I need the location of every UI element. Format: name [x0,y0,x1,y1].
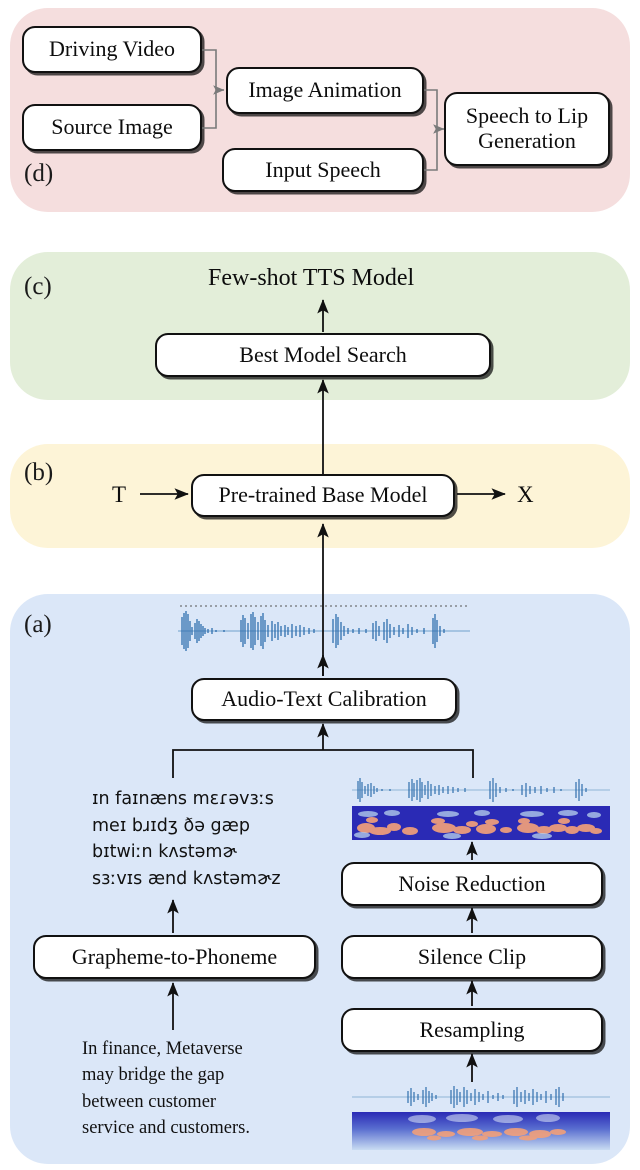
phoneme-transcription-text: ɪn faɪnæns mɛɾəvɜːs meɪ bɹɪdʒ ðə gæp bɪt… [92,789,281,889]
raw-waveform [352,1084,610,1115]
output-waveform [178,608,470,654]
raw-spectrogram [352,1112,610,1150]
panel-b-label: (b) [24,459,54,486]
panel-d-label: (d) [24,160,54,187]
panel-c-label: (c) [24,273,52,300]
clean-waveform [352,776,610,804]
node-grapheme-to-phoneme[interactable]: Grapheme-to-Phoneme [33,935,316,979]
node-driving-video[interactable]: Driving Video [22,26,202,73]
input-symbol-T: T [112,482,127,507]
node-audio-text-calibration[interactable]: Audio-Text Calibration [191,678,457,721]
source-text: In finance, Metaverse may bridge the gap… [82,1039,250,1138]
node-best-model-search[interactable]: Best Model Search [155,333,491,377]
node-noise-reduction[interactable]: Noise Reduction [341,862,603,906]
node-resampling[interactable]: Resampling [341,1008,603,1052]
node-speech-to-lip-generation[interactable]: Speech to Lip Generation [444,92,610,166]
output-symbol-X: X [517,482,534,507]
node-pretrained-base-model[interactable]: Pre-trained Base Model [191,474,455,517]
node-silence-clip[interactable]: Silence Clip [341,935,603,979]
clean-spectrogram [352,806,610,840]
node-image-animation[interactable]: Image Animation [226,67,424,114]
few-shot-tts-model-label: Few-shot TTS Model [208,265,415,291]
node-input-speech[interactable]: Input Speech [222,148,424,192]
panel-a-label: (a) [24,611,52,638]
node-source-image[interactable]: Source Image [22,104,202,151]
